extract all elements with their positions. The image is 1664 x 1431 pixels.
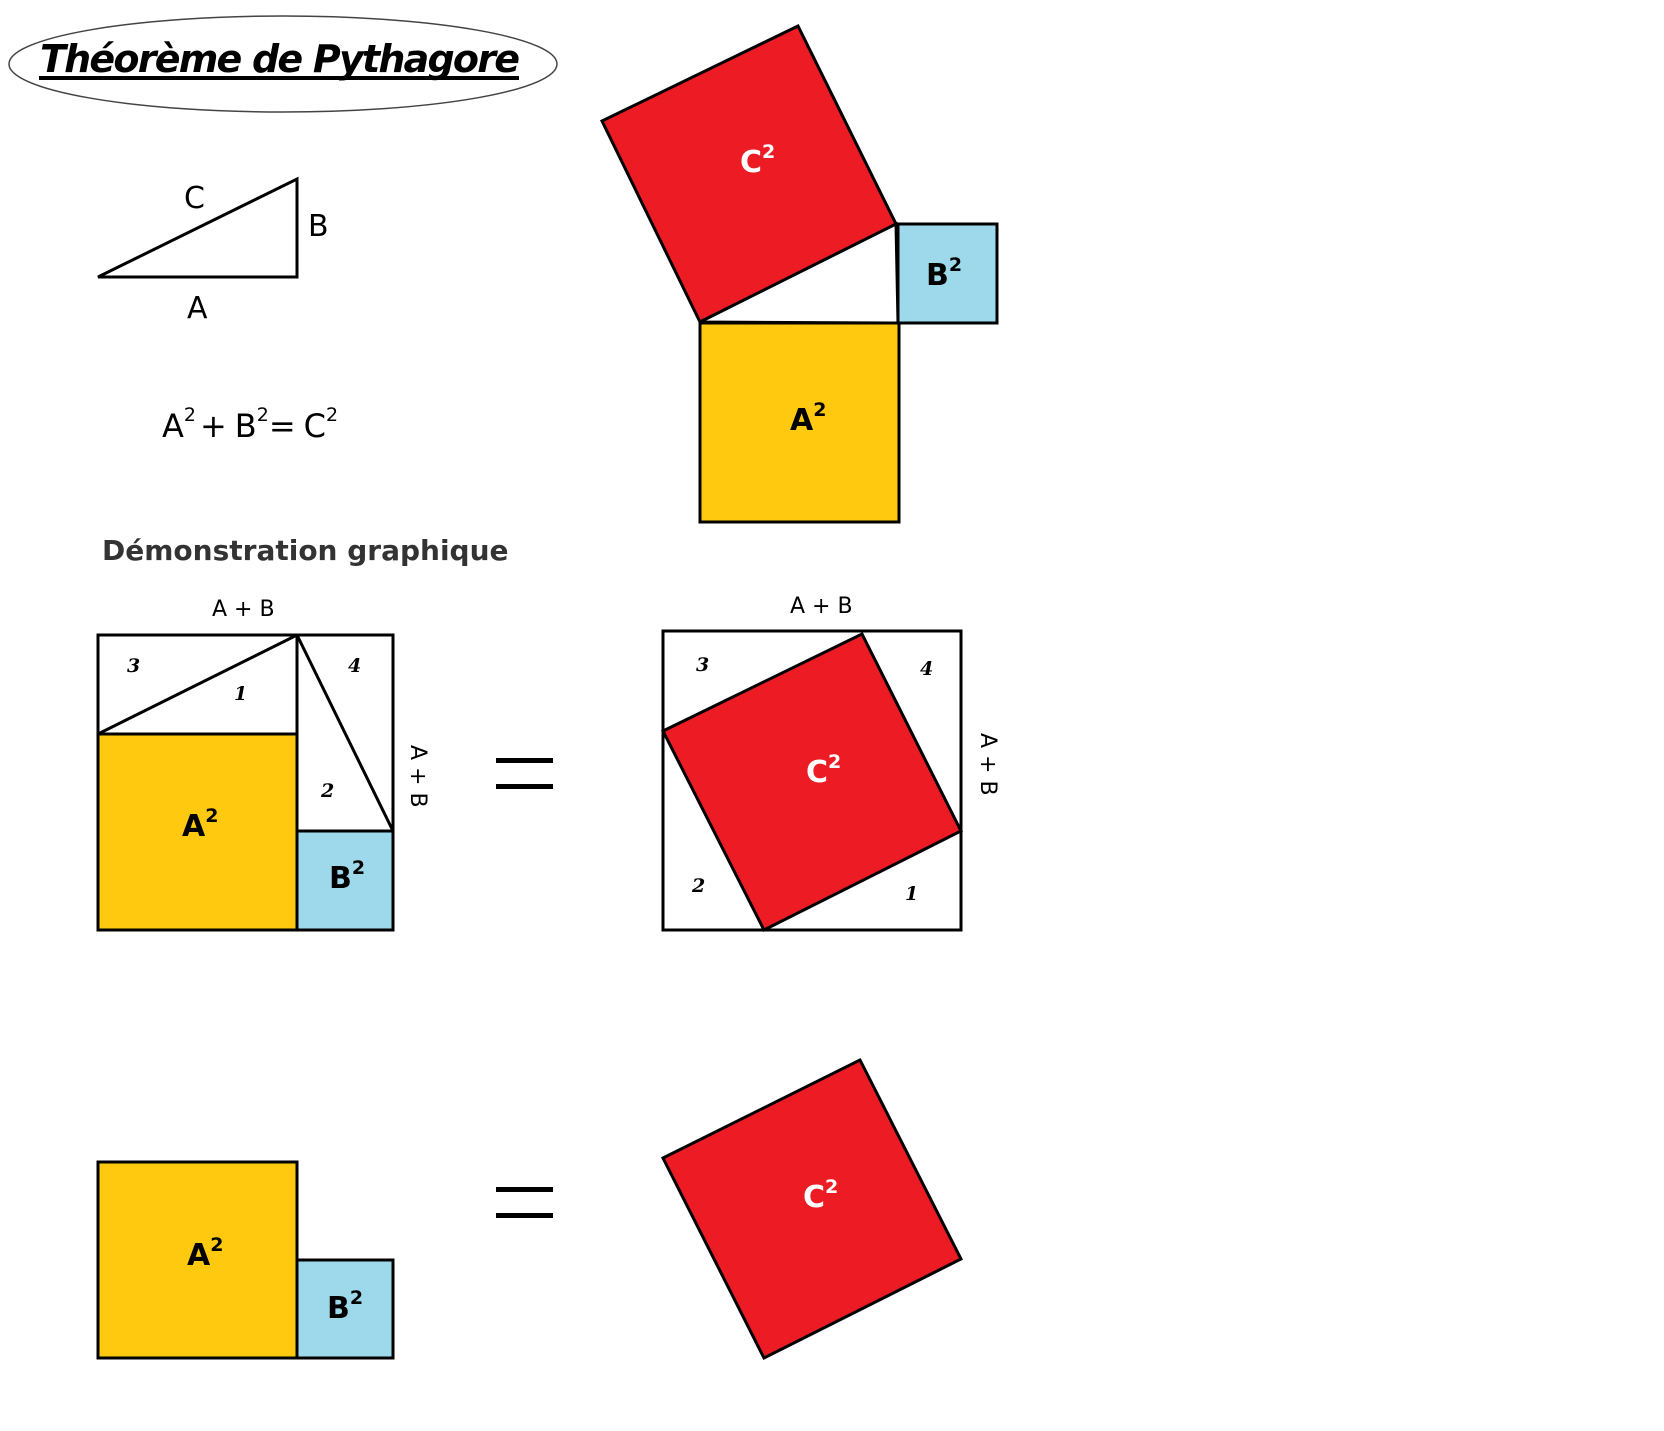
square-b-bottom	[295, 1258, 395, 1360]
subtitle: Démonstration graphique	[102, 534, 509, 567]
triangle-number-3: 3	[127, 655, 140, 677]
triangle-number-3-right: 3	[696, 654, 709, 676]
triangle-number-2: 2	[320, 780, 334, 802]
square-b-left-label: B2	[329, 857, 365, 896]
title-group: Théorème de Pythagore	[8, 15, 558, 113]
label-b: B	[308, 209, 329, 244]
square-a	[698, 321, 901, 524]
square-b	[896, 222, 999, 325]
square-c-bottom-label: C2	[803, 1176, 838, 1215]
square-a-bottom-label: A2	[187, 1234, 223, 1273]
equals-sign-2	[496, 1187, 553, 1218]
square-a-left-label: A2	[182, 805, 218, 844]
triangle-number-2-right: 2	[691, 875, 705, 897]
central-triangle	[699, 221, 900, 325]
bottom-c-square: C2	[660, 1057, 964, 1361]
triangle-number-1: 1	[234, 683, 247, 705]
right-composite-square: 3 4 2 1 C2 A + B A + B	[660, 594, 1000, 933]
square-c-bottom	[660, 1057, 964, 1361]
side-label-right-right: A + B	[975, 733, 1000, 796]
diagonal-2	[295, 634, 395, 832]
diagonal-1	[97, 633, 298, 736]
square-b-bottom-label: B2	[327, 1287, 363, 1326]
formula: A2+B2=C2	[162, 404, 338, 445]
triangle-number-4: 4	[348, 655, 361, 677]
square-b-label: B2	[926, 254, 962, 293]
right-triangle: C B A	[97, 176, 329, 326]
square-b-left	[295, 829, 395, 932]
square-a-bottom	[96, 1160, 299, 1360]
side-label-top-right: A + B	[790, 594, 853, 619]
square-a-left	[96, 732, 299, 932]
page-title: Théorème de Pythagore	[40, 37, 520, 81]
side-label-right-left: A + B	[405, 745, 430, 808]
square-c-label: C2	[740, 141, 775, 180]
triangle-number-1-right: 1	[905, 883, 918, 905]
equals-sign-1	[496, 758, 553, 789]
triangle-number-4-right: 4	[920, 658, 933, 680]
label-c: C	[184, 181, 205, 216]
square-c-right	[660, 632, 964, 933]
label-a: A	[187, 291, 208, 326]
bottom-sum: A2 B2	[96, 1160, 395, 1360]
side-label-top-left: A + B	[212, 597, 275, 622]
square-c-right-label: C2	[806, 751, 841, 790]
square-a-label: A2	[790, 399, 826, 438]
triangle-shape	[97, 176, 299, 279]
title-ellipse	[8, 15, 558, 113]
squares-on-sides: C2 B2 A2	[599, 24, 999, 524]
left-composite-square: 3 1 4 2 A2 B2 A + B A + B	[96, 597, 430, 932]
